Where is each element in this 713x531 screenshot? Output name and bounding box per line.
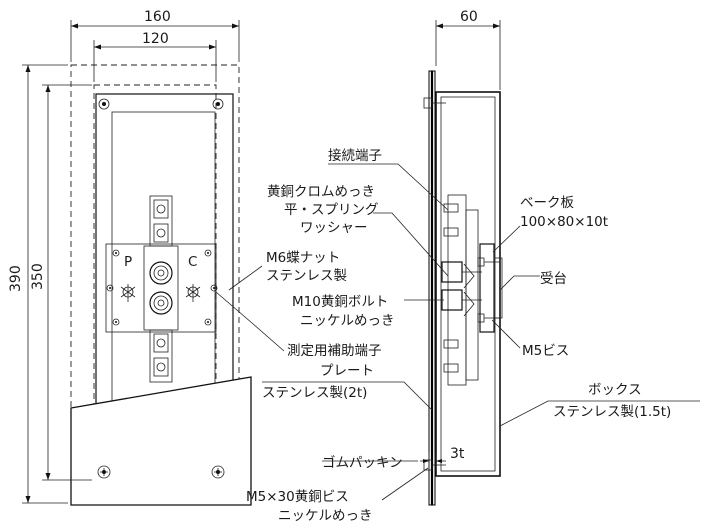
corner-screw-top-left [98, 98, 110, 110]
m10-bolt-upper [149, 261, 173, 285]
corner-screw-bottom-right [211, 465, 225, 479]
label-wing-nut-line1: M6蝶ナット [266, 250, 340, 266]
label-bolt-line1: M10黄銅ボルト [292, 294, 388, 310]
label-wing-nut-line2: ステンレス製 [266, 268, 347, 284]
label-gasket: ゴムパッキン [322, 454, 403, 471]
label-bakelite-line1: ベーク板 [520, 195, 574, 211]
center-terminal-plate [143, 245, 179, 331]
label-box-line2: ステンレス製(1.5t) [553, 404, 671, 420]
c-wing-nut [185, 284, 201, 302]
label-bolt-line2: ニッケルめっき [300, 313, 395, 329]
label-m5-screw: M5ビス [522, 343, 569, 359]
m10-bolt-lower [149, 291, 173, 315]
corner-screw-top-right [212, 98, 224, 110]
label-aux-terminal: 測定用補助端子 [287, 343, 382, 359]
label-washer-line2: 平・スプリング [284, 202, 379, 218]
dimension-gasket-thickness: 3t [450, 446, 465, 462]
front-view: P C [70, 64, 252, 506]
side-dimensions: 60 3t [420, 9, 501, 470]
label-support: 受台 [540, 271, 567, 287]
side-box [435, 91, 501, 477]
annotation-labels: 接続端子 黄銅クロムめっき 平・スプリング ワッシャー ベーク板 100×80×… [246, 147, 671, 524]
side-bakelite-board [479, 243, 495, 333]
leader-lines [215, 163, 700, 501]
label-bakelite-line2: 100×80×10t [520, 214, 608, 230]
terminal-mark-p: P [124, 254, 132, 270]
label-box-line1: ボックス [588, 382, 642, 398]
corner-screw-bottom-left [97, 465, 111, 479]
dimension-depth: 60 [460, 9, 478, 25]
label-connection-terminal: 接続端子 [328, 147, 382, 164]
cover-flap [70, 376, 252, 506]
label-plate-line2: ステンレス製(2t) [262, 385, 367, 401]
upper-connection-strip [149, 195, 173, 247]
dimension-height-inner: 350 [30, 263, 46, 290]
terminal-mark-c: C [188, 254, 197, 270]
label-brass-screw-line2: ニッケルめっき [278, 508, 373, 524]
side-view [423, 70, 503, 506]
box-outline-inner [93, 84, 217, 481]
label-washer-line3: ワッシャー [300, 220, 368, 236]
p-wing-nut [120, 284, 136, 302]
front-dimensions: 160 120 390 350 [8, 9, 240, 504]
side-plate-screw-top [423, 97, 446, 109]
label-plate-line1: プレート [320, 363, 374, 379]
board-screws [106, 249, 218, 326]
dimension-height-outer: 390 [8, 265, 24, 292]
side-terminal-assembly [441, 194, 503, 386]
label-brass-screw-line1: M5×30黄銅ビス [246, 489, 349, 505]
dimension-width-outer: 160 [144, 9, 171, 25]
dimension-width-inner: 120 [142, 31, 169, 47]
label-washer-line1: 黄銅クロムめっき [267, 184, 375, 200]
lower-connection-strip [149, 329, 173, 383]
side-plate-screw-bottom [423, 459, 446, 471]
bakelite-board [105, 243, 217, 333]
